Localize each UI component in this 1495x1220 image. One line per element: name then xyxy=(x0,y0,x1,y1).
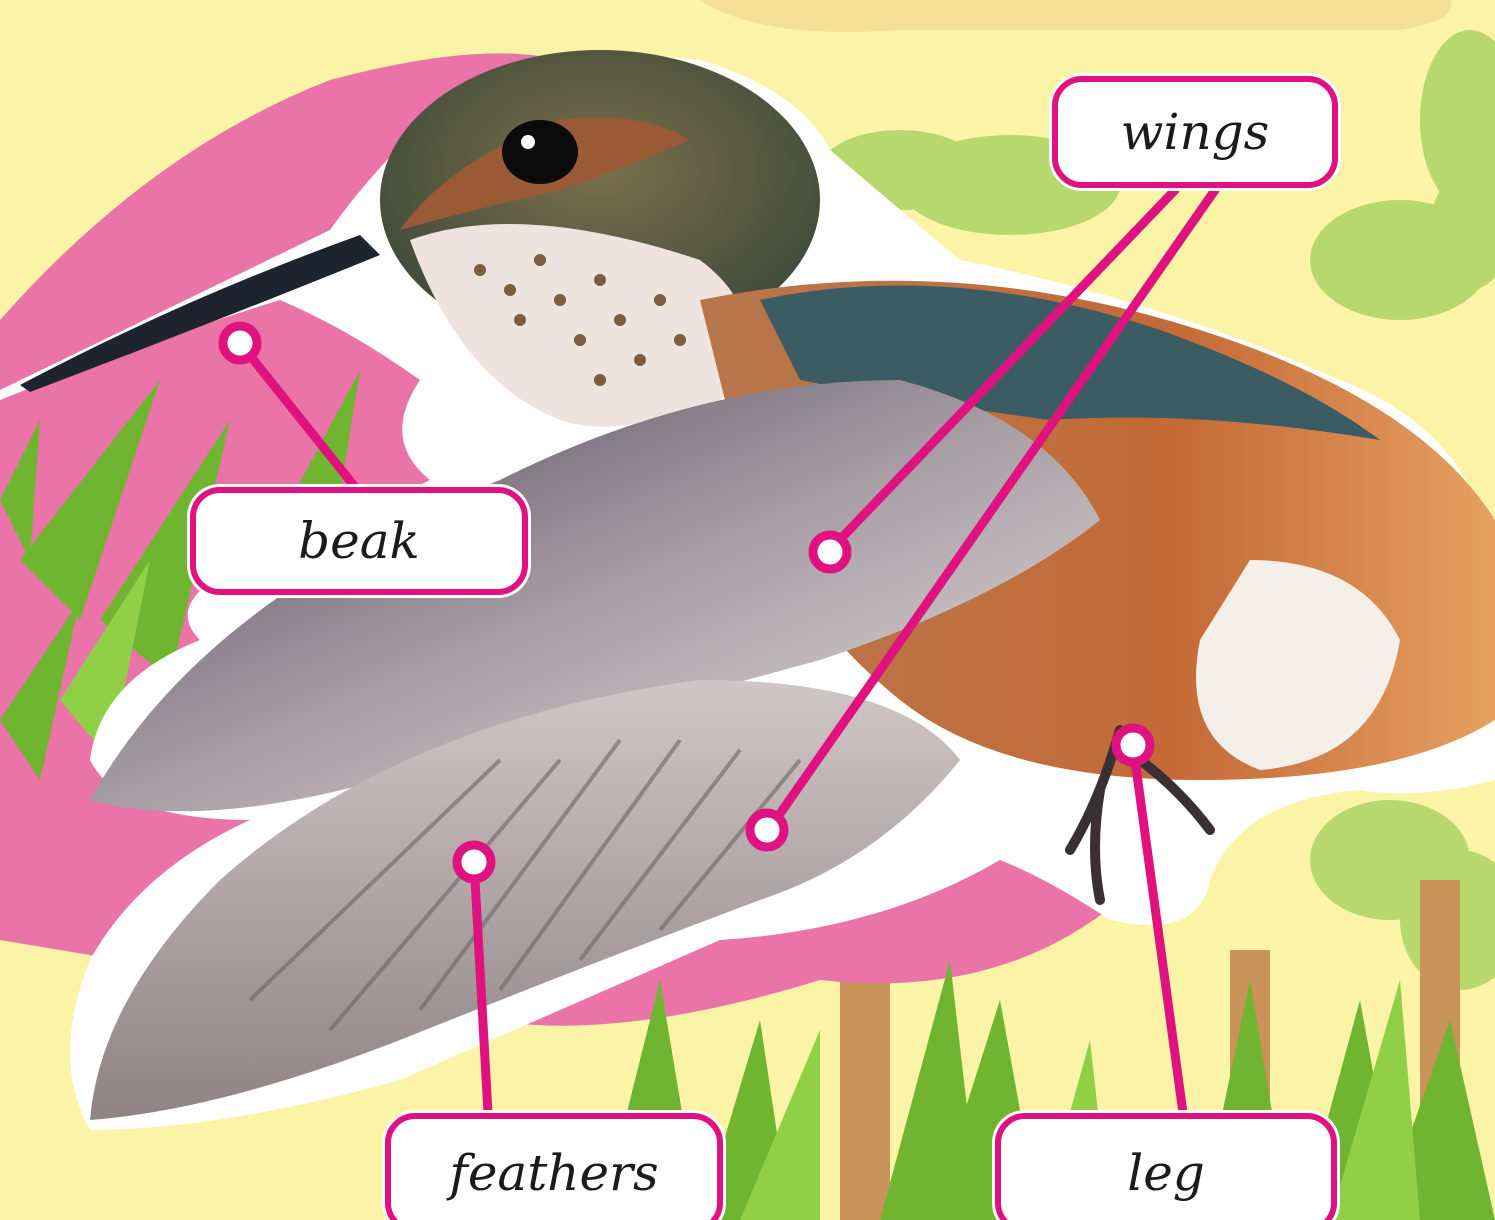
label-beak: beak xyxy=(190,487,528,595)
wings-point-1 xyxy=(813,535,847,569)
wings-point-2 xyxy=(750,813,784,847)
label-wings: wings xyxy=(1052,76,1338,188)
label-leg: leg xyxy=(995,1113,1337,1220)
leg-point xyxy=(1116,728,1150,762)
beak-point xyxy=(223,326,257,360)
label-feathers: feathers xyxy=(385,1113,723,1220)
feathers-point xyxy=(457,845,491,879)
